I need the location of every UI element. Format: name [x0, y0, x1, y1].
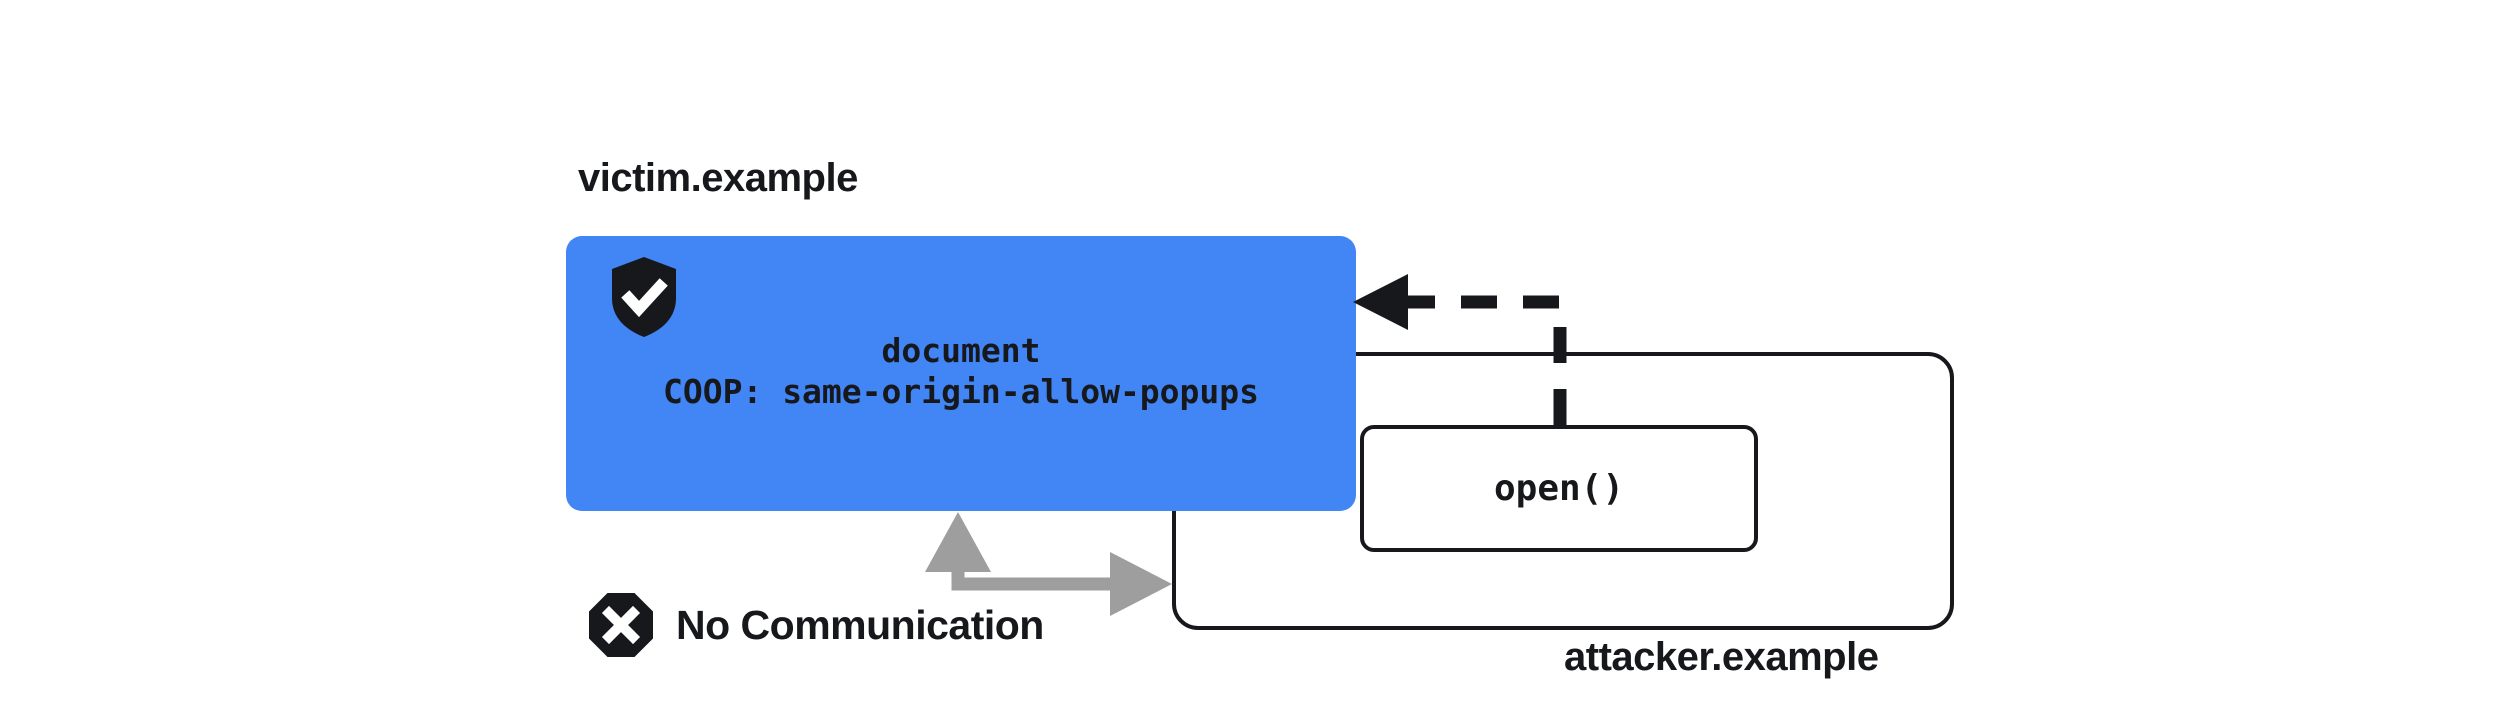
no-communication-group: No Communication [588, 592, 1044, 658]
open-call-label: open() [1493, 468, 1625, 509]
open-call-box: open() [1360, 425, 1758, 552]
document-title: document [881, 331, 1041, 370]
victim-document-box: document COOP: same-origin-allow-popups [566, 236, 1356, 511]
coop-header-value: COOP: same-origin-allow-popups [662, 371, 1260, 411]
victim-origin-label: victim.example [578, 156, 858, 200]
shield-check-icon [612, 257, 676, 337]
octagon-x-icon [589, 593, 653, 657]
attacker-origin-label: attacker.example [1564, 635, 1879, 679]
victim-document-text: document COOP: same-origin-allow-popups [566, 236, 1356, 414]
no-communication-label: No Communication [676, 601, 1044, 648]
